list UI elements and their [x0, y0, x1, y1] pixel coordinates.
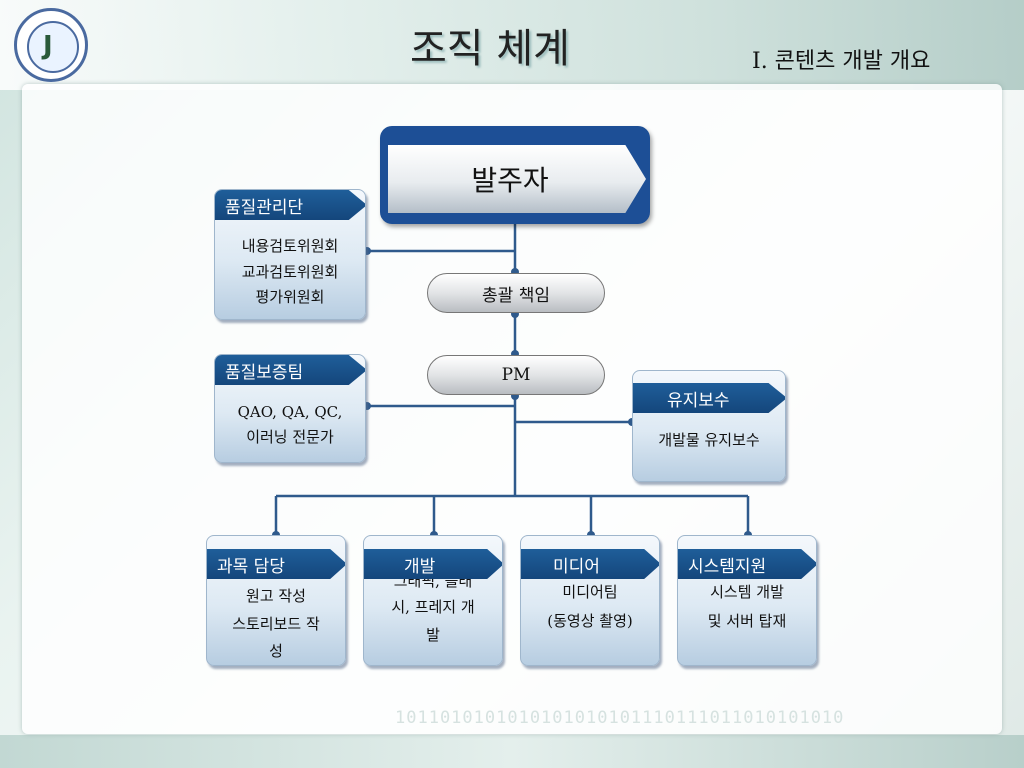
team-tag-development: 개발: [364, 549, 502, 579]
maintenance-tag: 유지보수: [633, 383, 785, 413]
slide-title: 조직 체계: [410, 26, 570, 72]
logo-emblem: [27, 21, 79, 73]
team-line: 원고 작성: [246, 587, 306, 605]
quality-management-line: 교과검토위원회: [241, 263, 339, 281]
team-tag-subject: 과목 담당: [207, 549, 345, 579]
quality-assurance-tag: 품질보증팀: [215, 355, 365, 385]
team-line: 성: [269, 642, 283, 660]
footer-band: [0, 735, 1024, 768]
header-band: [0, 0, 1024, 90]
general-manager-node: 총괄 책임: [427, 273, 605, 313]
general-manager-label: 총괄 책임: [482, 285, 550, 306]
logo-letter: J: [43, 31, 53, 61]
team-tag-system: 시스템지원: [678, 549, 816, 579]
quality-management-line: 내용검토위원회: [241, 237, 339, 255]
maintenance-line: 개발물 유지보수: [658, 431, 760, 449]
quality-management-box: 품질관리단 내용검토위원회 교과검토위원회 평가위원회: [214, 189, 366, 320]
university-logo: J: [14, 8, 88, 82]
section-subtitle: I. 콘텐츠 개발 개요: [752, 49, 931, 74]
maintenance-box: 유지보수 개발물 유지보수: [632, 370, 786, 482]
team-line: 시, 프레지 개: [391, 598, 475, 616]
quality-assurance-line: 이러닝 전문가: [246, 428, 334, 446]
quality-assurance-box: 품질보증팀 QAO, QA, QC, 이러닝 전문가: [214, 354, 366, 463]
team-box-media: 미디어 미디어팀 (동영상 촬영): [520, 535, 660, 666]
team-box-system: 시스템지원 시스템 개발 및 서버 탑재: [677, 535, 817, 666]
quality-management-line: 평가위원회: [255, 288, 325, 306]
team-line: 미디어팀: [562, 583, 618, 601]
team-tag-media: 미디어: [521, 549, 659, 579]
team-box-development: 그래픽, 플래 시, 프레지 개 발 개발: [363, 535, 503, 666]
quality-management-tag: 품질관리단: [215, 190, 365, 220]
team-line: 스토리보드 작: [232, 615, 320, 633]
quality-assurance-line: QAO, QA, QC,: [237, 403, 343, 421]
pm-node: PM: [427, 355, 605, 395]
team-line: 발: [426, 626, 440, 644]
client-arrow: 발주자: [388, 145, 646, 213]
pm-label: PM: [501, 365, 531, 385]
team-box-subject: 과목 담당 원고 작성 스토리보드 작 성: [206, 535, 346, 666]
team-line: 및 서버 탑재: [707, 612, 787, 630]
client-label: 발주자: [471, 164, 549, 197]
binary-decoration: 1011010101010101010101110111011010101010: [395, 708, 845, 728]
team-line: 시스템 개발: [710, 583, 784, 601]
team-line: (동영상 촬영): [547, 612, 633, 630]
